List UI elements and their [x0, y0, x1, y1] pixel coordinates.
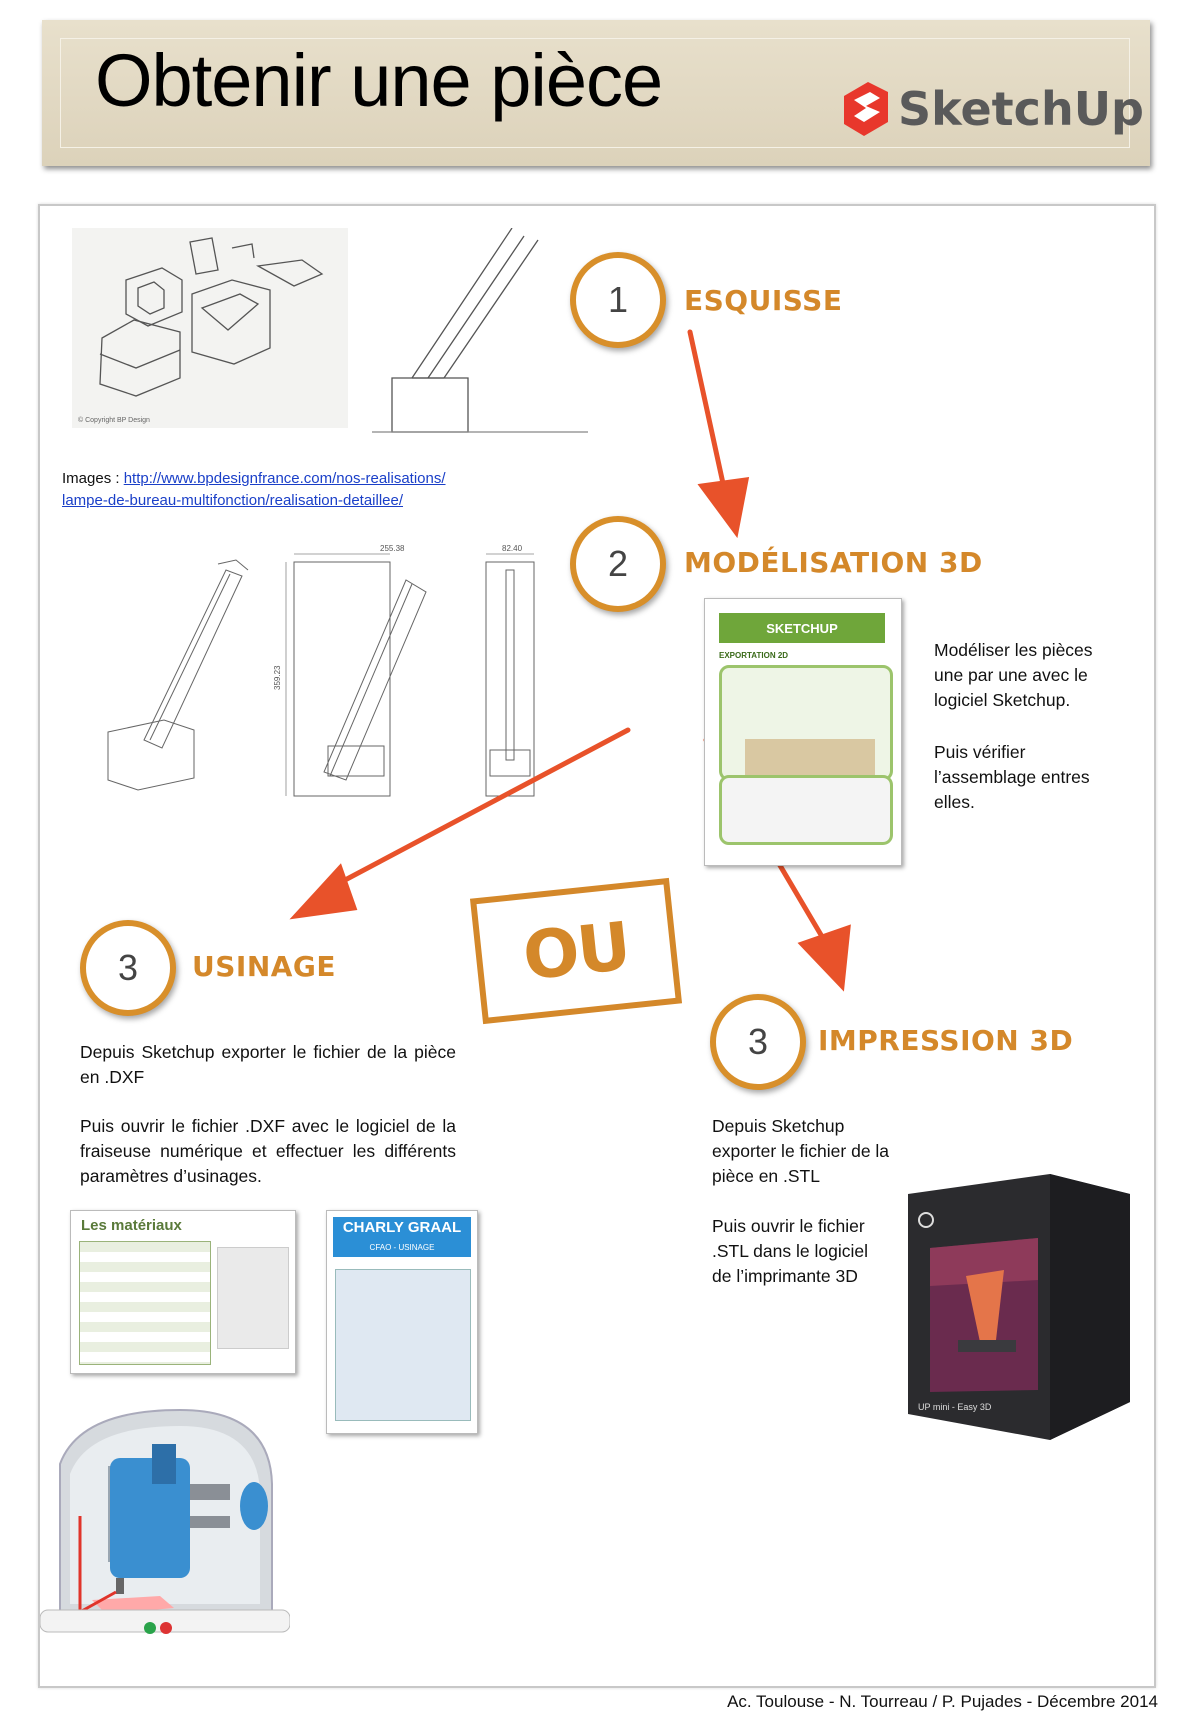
dim-depth: 82.40 — [502, 544, 523, 553]
modelisation-thumbnail: SKETCHUP EXPORTATION 2D — [704, 598, 902, 866]
content-frame — [38, 204, 1156, 1688]
header-inner-border — [60, 38, 1130, 148]
modelisation-text-2: Puis vérifier l’assemblage entres elles. — [934, 742, 1090, 812]
step-2-number: 2 — [607, 543, 629, 584]
arrow-2-to-impression-head — [797, 924, 851, 992]
impression-text-2: Puis ouvrir le fichier .STL dans le logi… — [712, 1216, 868, 1286]
step-1-circle: 1 — [570, 252, 666, 348]
step-2-circle: 2 — [570, 516, 666, 612]
images-credit-link-1[interactable]: http://www.bpdesignfrance.com/nos-realis… — [123, 470, 446, 487]
step-3-impression-circle: 3 — [710, 994, 806, 1090]
footer-credits: Ac. Toulouse - N. Tourreau / P. Pujades … — [727, 1692, 1158, 1711]
images-credit: Images : http://www.bpdesignfrance.com/n… — [62, 468, 446, 512]
arrow-1-to-2-head — [697, 477, 750, 539]
modelisation-thumb-title: SKETCHUP — [719, 613, 885, 643]
cnc-milling-machine-image — [40, 1408, 290, 1634]
step-1-number: 1 — [607, 279, 629, 320]
impression-text-1: Depuis Sketchup exporter le fichier de l… — [712, 1116, 890, 1186]
modelisation-thumb-sub: EXPORTATION 2D — [719, 651, 789, 660]
brand-name: SketchUp — [898, 82, 1144, 136]
header-banner — [42, 20, 1150, 166]
usinage-thumb1-title: Les matériaux — [81, 1217, 182, 1234]
images-credit-label: Images : — [62, 470, 124, 487]
3d-printer-image: UP mini - Easy 3D — [908, 1174, 1130, 1440]
sketch-image: © Copyright BP Design — [72, 228, 588, 433]
usinage-thumb2-title: CHARLY GRAAL — [333, 1217, 471, 1257]
usinage-thumb2-sub: CFAO - USINAGE — [369, 1243, 435, 1252]
step-3-usinage-title: USINAGE — [192, 950, 337, 983]
arrow-2-to-usinage — [327, 727, 631, 891]
arrow-1-to-2 — [687, 329, 727, 491]
step-3-usinage-circle: 3 — [80, 920, 176, 1016]
page-title: Obtenir une pièce — [95, 39, 663, 122]
printer-label: UP mini - Easy 3D — [918, 1402, 992, 1412]
usinage-thumbnail-charly-graal: CHARLY GRAAL CFAO - USINAGE — [326, 1210, 478, 1434]
sketch-copyright: © Copyright BP Design — [78, 416, 150, 424]
step-3-impression-title: IMPRESSION 3D — [818, 1024, 1074, 1057]
ou-stamp: OU — [469, 877, 683, 1025]
dim-height: 359.23 — [273, 665, 282, 690]
images-credit-link-2[interactable]: lampe-de-bureau-multifonction/realisatio… — [62, 492, 404, 509]
step-3-usinage-number: 3 — [117, 947, 139, 988]
usinage-thumbnail-materials: Les matériaux — [70, 1210, 296, 1374]
modelisation-text-1: Modéliser les pièces une par une avec le… — [934, 640, 1093, 710]
step-2-title: MODÉLISATION 3D — [684, 546, 983, 579]
arrow-2-to-usinage-head — [289, 863, 358, 920]
ou-stamp-text: OU — [519, 907, 633, 995]
usinage-text-1: Depuis Sketchup exporter le fichier de l… — [80, 1042, 456, 1087]
sketchup-logo-icon — [844, 82, 888, 136]
step-3-impression-number: 3 — [747, 1021, 769, 1062]
step-1-title: ESQUISSE — [684, 284, 843, 317]
technical-drawing: 255.38 82.40 359.23 — [107, 544, 535, 797]
dim-width: 255.38 — [380, 544, 405, 553]
usinage-text-2: Puis ouvrir le fichier .DXF avec le logi… — [80, 1116, 456, 1186]
